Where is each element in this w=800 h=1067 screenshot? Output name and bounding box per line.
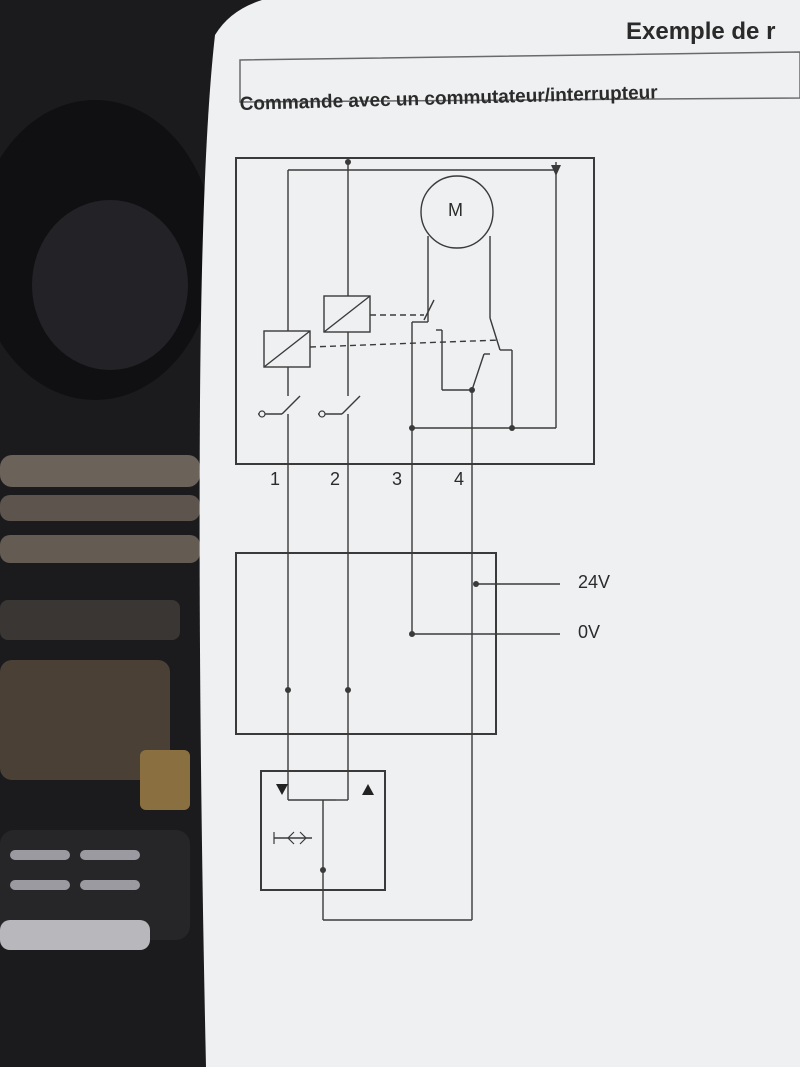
mechanical-link-2: [309, 339, 501, 348]
down-arrow-icon: [551, 165, 561, 176]
actuator-box: [235, 157, 595, 465]
switch-down-arrow-icon: [276, 784, 288, 795]
header-box: [239, 51, 800, 103]
latch-icon: [273, 831, 307, 845]
motor-label: M: [448, 200, 463, 220]
terminal-3-label: 3: [392, 469, 403, 489]
switch-up-arrow-icon: [362, 784, 374, 795]
supply-24v-label: 24V: [578, 572, 611, 592]
control-unit-box: [235, 552, 497, 735]
page-header: Exemple de r: [626, 18, 776, 45]
supply-0v-label: 0V: [578, 622, 601, 642]
relay-coil-2: [323, 295, 371, 333]
terminal-2-label: 2: [330, 469, 341, 489]
junction-dots: [285, 159, 515, 873]
terminal-4-label: 4: [454, 469, 465, 489]
terminal-1-label: 1: [270, 469, 281, 489]
circuit-wires: [258, 162, 560, 921]
paper-sheet: [199, 0, 800, 1067]
motor-symbol: [420, 175, 494, 249]
background-objects: [0, 100, 215, 950]
relay-coil-1: [263, 330, 311, 368]
